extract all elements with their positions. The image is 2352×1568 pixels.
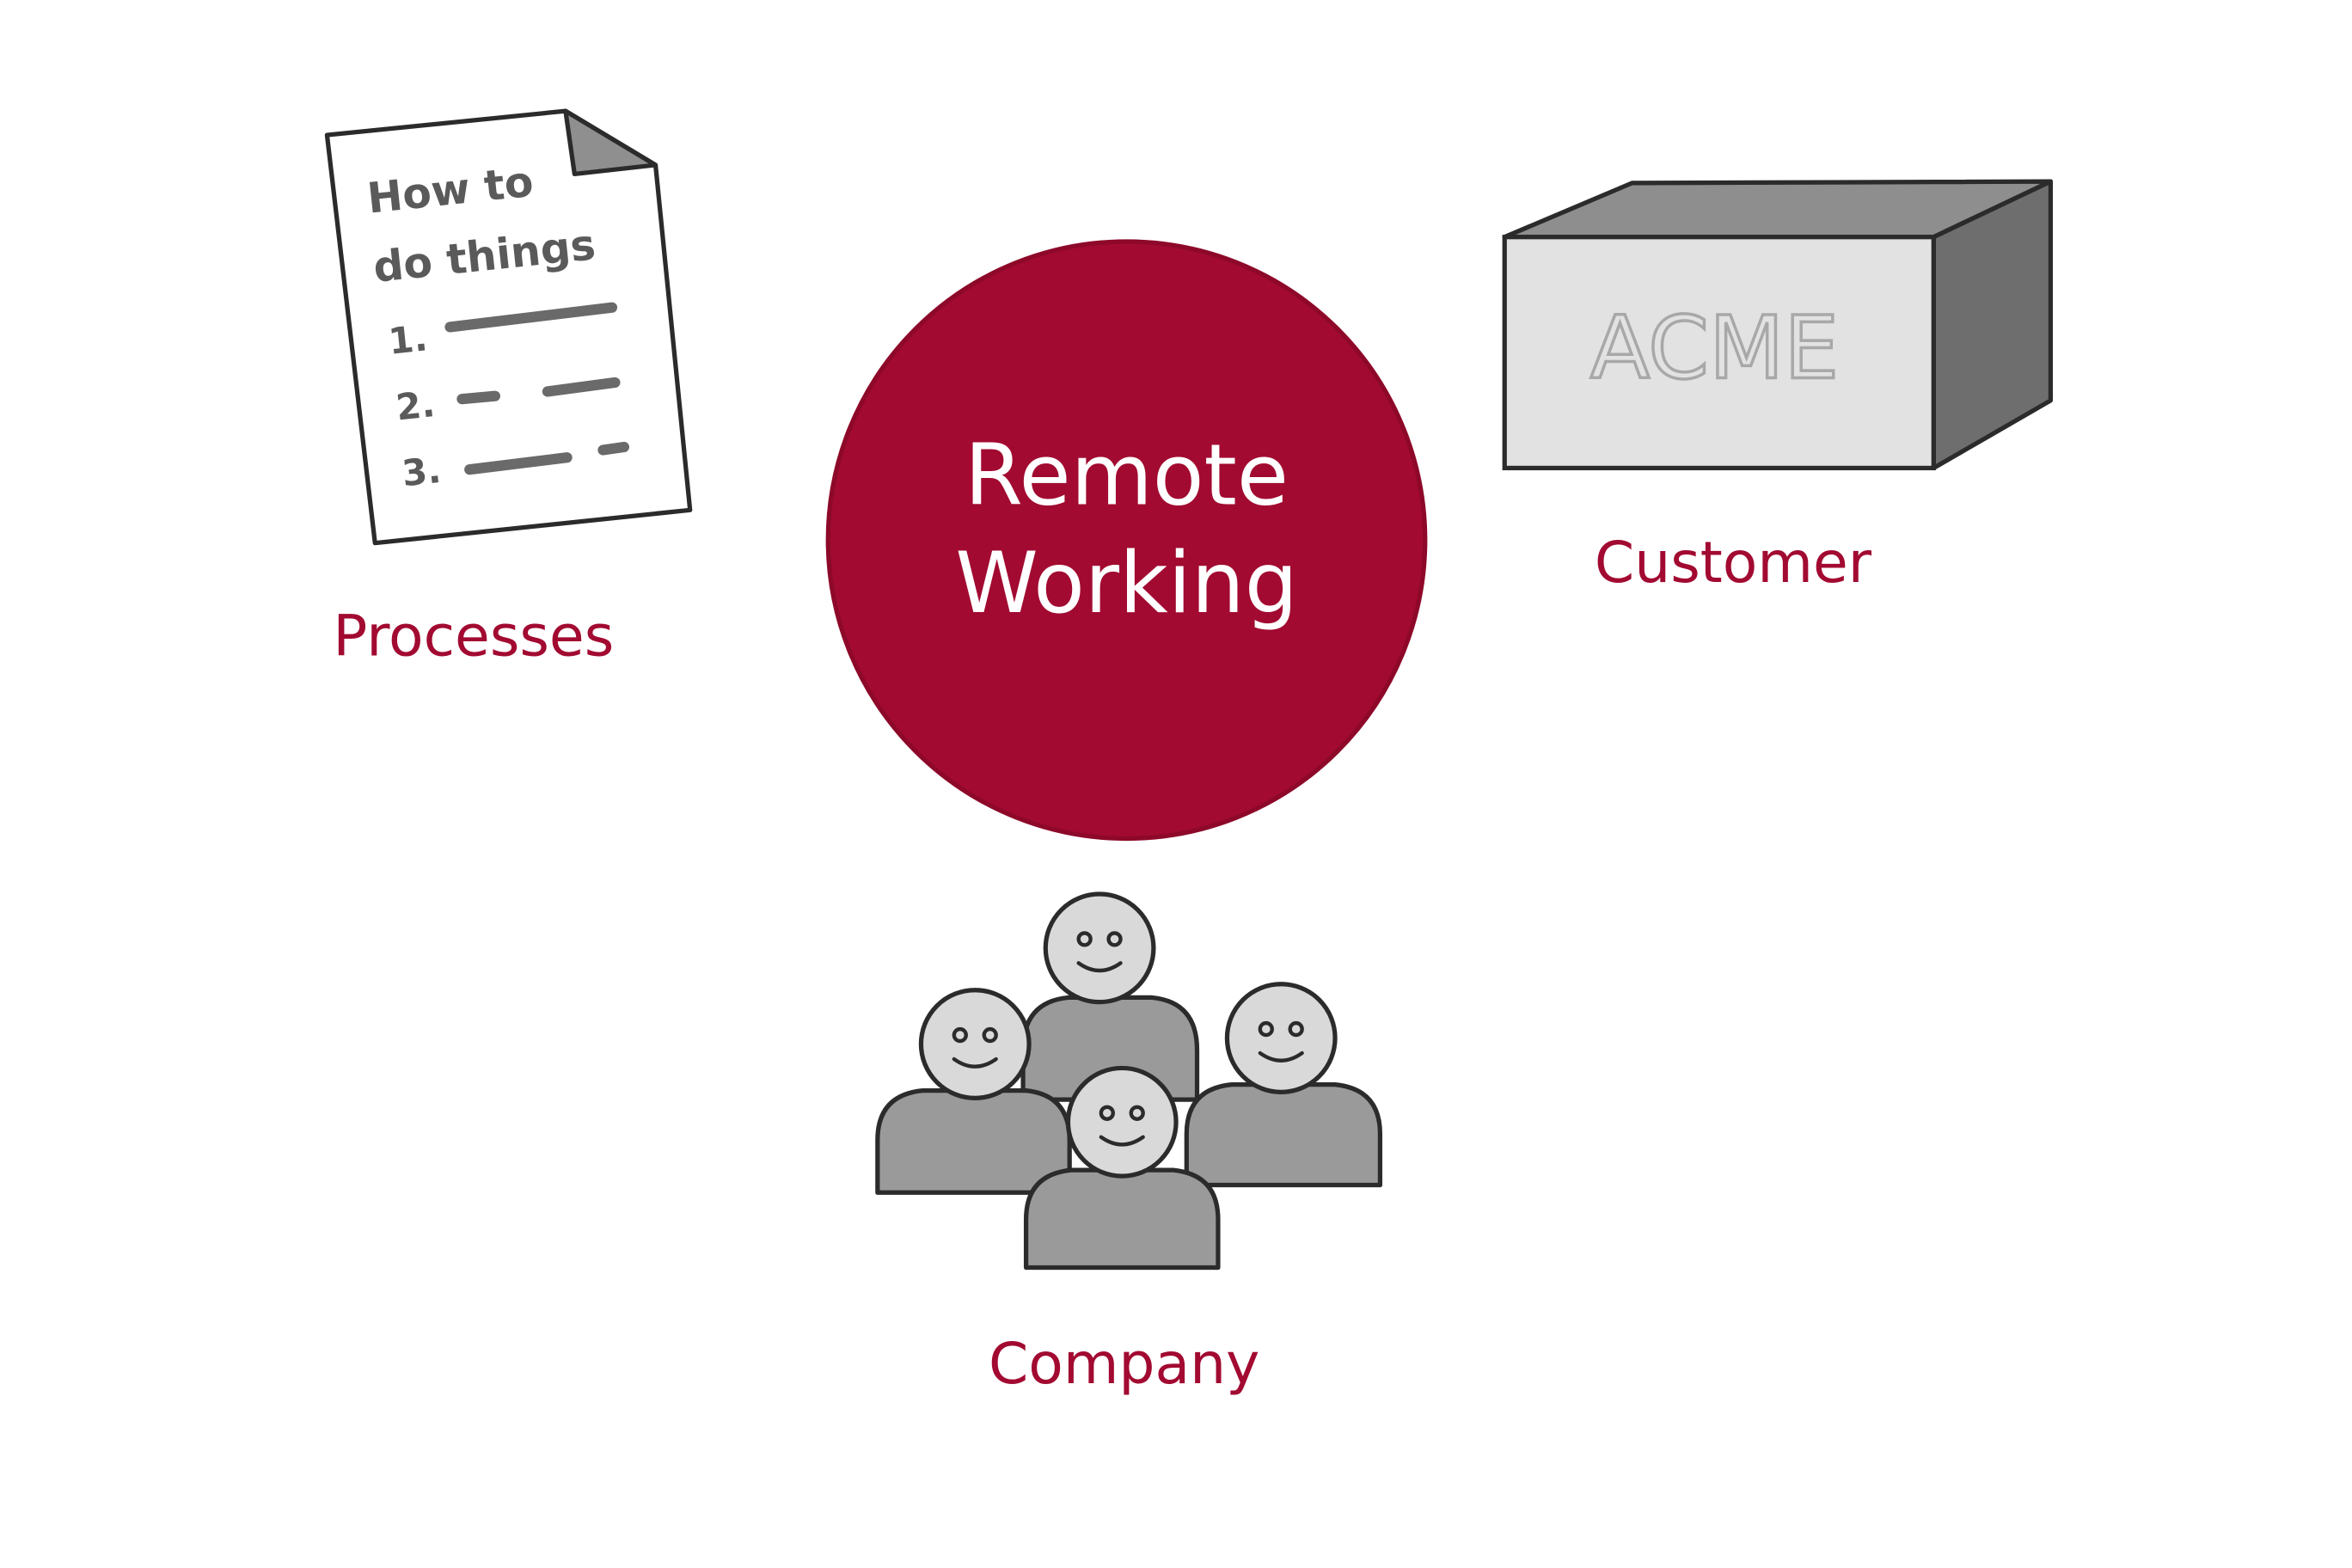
label-processes: Processes	[333, 603, 615, 670]
center-title: Remote Working	[826, 423, 1426, 639]
person-right	[1184, 984, 1383, 1188]
person-front	[1023, 1068, 1221, 1271]
box-brand-text: ACME	[1590, 297, 1839, 399]
center-title-line1: Remote	[964, 427, 1289, 525]
doc-step-2: 2.	[394, 383, 437, 428]
doc-scribbles	[444, 302, 630, 475]
doc-step-1: 1.	[387, 316, 430, 362]
doc-step-3: 3.	[400, 449, 443, 494]
center-title-line2: Working	[955, 535, 1298, 634]
label-customer: Customer	[1594, 529, 1872, 596]
label-company: Company	[988, 1330, 1260, 1397]
